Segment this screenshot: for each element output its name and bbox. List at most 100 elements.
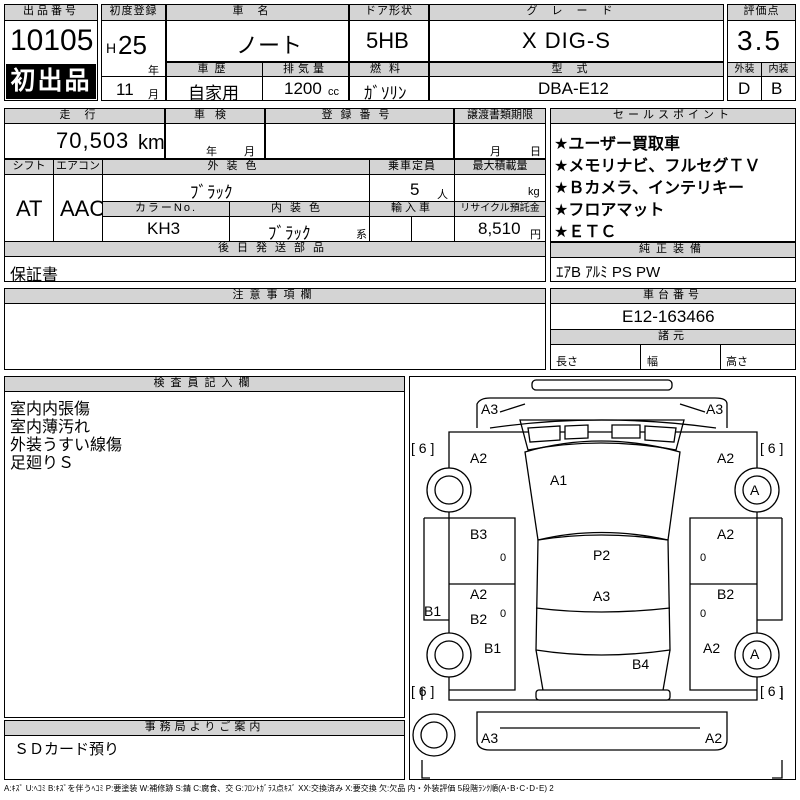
int-color-label: 内装色 [229,201,370,217]
dims-label: 諸元 [550,329,796,345]
inspection-year-unit: 年 [206,146,217,158]
sales-points-label: セールスポイント [550,108,796,124]
history-label: 車歴 [166,62,263,77]
mark-b2-door-rl: B2 [470,611,488,627]
displacement-label: 排気量 [262,62,349,77]
inspector-line-4: 足廻りＳ [10,455,75,472]
mark-a2-fender-left: A2 [470,450,488,466]
inspector-line-2: 室内薄汚れ [10,419,91,436]
car-diagram-box [409,376,796,780]
ext-color-cell [102,174,370,202]
notes-label: 注意事項欄 [4,288,546,304]
sales-point-4: ★フロアマット [554,202,665,219]
mark-a3-rear-left: A3 [481,730,499,746]
registration-month-unit: 月 [148,89,159,101]
width-label: 幅 [647,356,658,368]
fuel-label: 燃料 [349,62,429,77]
later-parts-label: 後日発送部品 [4,241,546,257]
color-no-label: カラーNo. [102,201,230,217]
exterior-label: 外装 [727,62,762,77]
mileage-label: 走行 [4,108,165,124]
inspection-cell [165,123,265,159]
deadline-label: 譲渡書類期限 [454,108,546,124]
mark-a2-quarter-right: A2 [703,640,721,656]
first-listing-badge: 初出品 [6,64,96,99]
int-color: ﾌﾞﾗｯｸ [268,224,311,243]
legend: A:ｷｽﾞ U:ﾍｺﾐ B:ｷｽﾞを伴うﾍｺﾐ P:要塗装 W:補修跡 S:錆 … [4,784,554,793]
mark-a2-rear-right: A2 [705,730,723,746]
registration-year-unit: 年 [148,65,159,77]
plate-label: 登録番号 [265,108,454,124]
office-label: 事務局よりご案内 [4,720,405,736]
model: DBA-E12 [538,79,609,98]
capacity: 5 [410,180,420,199]
model-cell [429,76,724,101]
deadline-month-unit: 月 [490,146,501,158]
bracket-rear-left: [ 6 ] [411,683,435,699]
plate-cell [265,123,454,159]
mark-a2-fender-right: A2 [717,450,735,466]
mark-b4-tailgate: B4 [632,656,650,672]
shift-label: シフト [4,159,54,175]
mileage: 70,503 [56,128,130,153]
mark-a1-bonnet: A1 [550,472,568,488]
mileage-cell [4,123,165,159]
displacement-cell [262,76,349,101]
handle-mark-right-rear: 0 [700,608,707,620]
capacity-label: 乗車定員 [369,159,455,175]
load-unit: kg [528,186,540,198]
recycle-unit: 円 [530,229,541,241]
displacement-unit: cc [328,86,339,98]
ac: AAC [60,196,106,221]
score-label: 評価点 [727,4,796,21]
mark-b3-door-fl: B3 [470,526,488,542]
registration-month: 11 [116,80,134,99]
equipment: ｴｱB ｱﾙﾐ PS PW [556,264,661,281]
registration-era: H [106,40,117,56]
fuel: ｶﾞｿﾘﾝ [364,84,407,103]
handle-mark-left-rear: 0 [500,608,507,620]
grade: X DIG-S [522,28,611,53]
mark-a-wheel-rr: A [750,646,760,662]
door-type: 5HB [366,28,409,53]
fuel-cell [349,76,429,101]
handle-mark-left: 0 [500,552,507,564]
interior-grade: B [771,79,783,98]
interior-label: 内装 [761,62,796,77]
inspection-month-unit: 月 [244,146,255,158]
recycle-amount: 8,510 [478,219,521,238]
recycle-label: リサイクル預託金 [454,201,546,217]
length-label: 長さ [556,356,578,368]
capacity-unit: 人 [437,189,448,201]
registration-label: 初度登録 [101,4,166,21]
inspector-line-1: 室内内張傷 [10,401,91,418]
chassis-label: 車台番号 [550,288,796,304]
lot-number-label: 出品番号 [4,4,98,21]
chassis-number: E12-163466 [622,307,715,326]
office-text: ＳＤカード預り [14,741,120,758]
grade-label: グレード [429,4,724,21]
import-cell-a [369,216,412,242]
exterior-grade: D [738,79,751,98]
mark-b1-sill-left: B1 [424,603,442,619]
car-name-label: 車名 [166,4,349,21]
mark-a3-front-right: A3 [706,401,724,417]
car-name: ノート [236,33,303,58]
import-cell-b [411,216,455,242]
ext-color-label: 外装色 [102,159,370,175]
shift: AT [16,196,43,221]
import-label: 輸入車 [369,201,455,217]
bracket-front-left: [ 6 ] [411,440,435,456]
ac-label: エアコン [53,159,103,175]
inspector-label: 検査員記入欄 [4,376,405,392]
mark-a2-door-fr: A2 [717,526,735,542]
handle-mark-right: 0 [700,552,707,564]
int-color-unit: 系 [356,229,367,241]
deadline-cell [454,123,546,159]
mark-a3-roof-rear: A3 [593,588,611,604]
car-diagram [412,379,783,779]
inspection-label: 車検 [165,108,265,124]
load-label: 最大積載量 [454,159,546,175]
later-parts: 保証書 [10,267,59,284]
score: 3.5 [737,25,782,56]
